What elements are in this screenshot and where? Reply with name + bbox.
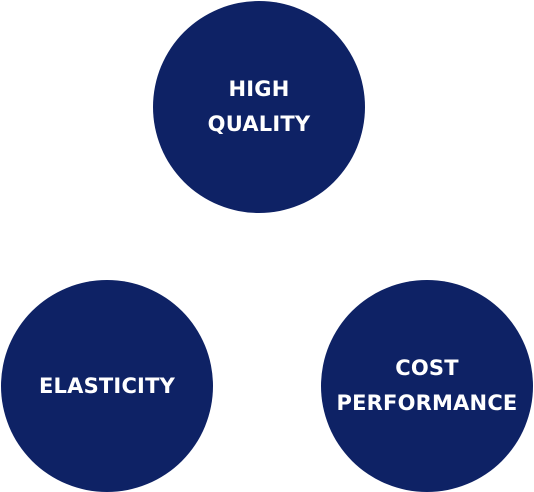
node-elasticity-label: ELASTICITY: [39, 373, 175, 398]
node-elasticity: ELASTICITY: [1, 280, 213, 492]
node-cost-performance-label: COST PERFORMANCE: [336, 356, 518, 415]
node-high-quality-label: HIGH QUALITY: [207, 77, 311, 136]
node-cost-performance: COST PERFORMANCE: [321, 280, 533, 492]
node-high-quality: HIGH QUALITY: [153, 1, 365, 213]
